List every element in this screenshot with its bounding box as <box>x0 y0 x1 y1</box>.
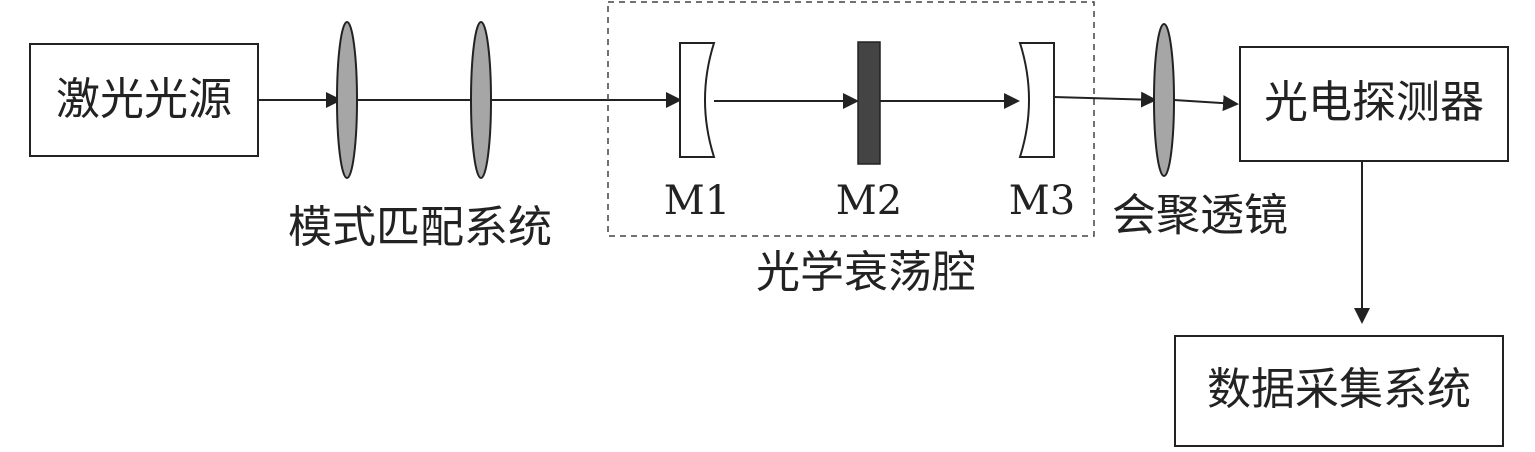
mode-matching-label: 模式匹配系统 <box>288 202 552 253</box>
daq-label: 数据采集系统 <box>1207 364 1471 415</box>
daq-node: 数据采集系统 <box>1174 335 1504 447</box>
photodetector-box <box>1239 46 1509 162</box>
m3-label: M3 <box>1009 178 1075 224</box>
photodetector-node: 光电探测器 <box>1239 46 1509 162</box>
laser-source-node: 激光光源 <box>29 43 259 157</box>
mode-matching-lens-2 <box>470 21 492 179</box>
mode-matching-lens-1 <box>336 21 358 179</box>
optical-cavity-label: 光学衰荡腔 <box>756 247 976 298</box>
optical-cavity-box <box>607 1 1095 237</box>
mirror-m2 <box>857 41 881 165</box>
beam-focus-lens-to-detector <box>1173 95 1239 112</box>
laser-source-label: 激光光源 <box>56 74 232 125</box>
mirror-m1 <box>679 42 716 158</box>
mirror-m3 <box>1018 42 1055 158</box>
m2-label: M2 <box>836 178 902 224</box>
m1-label: M1 <box>664 178 730 224</box>
daq-box <box>1174 335 1504 447</box>
beam-m3-to-focus-lens <box>1053 91 1157 108</box>
focusing-lens <box>1153 23 1175 177</box>
laser-source-box <box>29 43 259 157</box>
photodetector-label: 光电探测器 <box>1264 77 1484 128</box>
focusing-lens-label: 会聚透镜 <box>1112 190 1288 241</box>
